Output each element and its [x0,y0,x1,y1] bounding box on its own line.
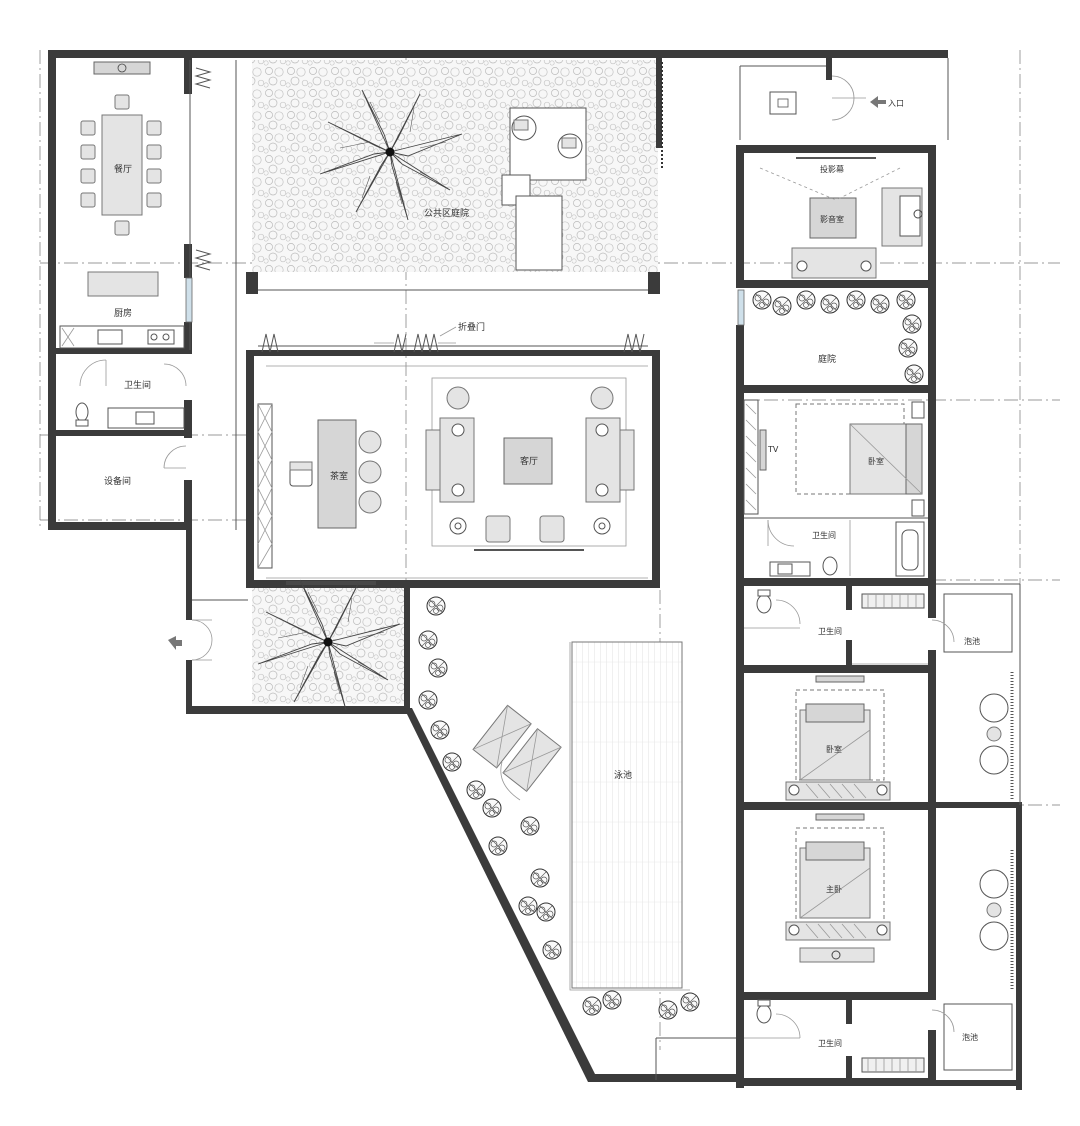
walls [48,50,1022,1090]
theater-label: 影音室 [820,214,844,224]
bedroom-2-label: 卧室 [826,744,842,754]
sun-loungers [472,704,562,801]
tea-table [317,419,357,529]
tea-shelf [257,403,273,569]
terrace-1 [979,672,1014,800]
master-bedroom: 主卧 [785,813,891,963]
bathroom-3-label: 卫生间 [818,1038,842,1048]
public-courtyard-paving [252,60,658,272]
bathroom-1: 卫生间 [744,517,928,577]
bathroom-1-label: 卫生间 [812,530,836,540]
bedroom-1-label: 卧室 [868,456,884,466]
partitions [185,58,1021,1080]
pool-label: 泳池 [614,769,632,781]
small-pool-1: 泡池 [931,593,1013,653]
kitchen-island [87,271,159,297]
kitchen-label: 厨房 [114,307,132,319]
equipment-label: 设备间 [104,475,131,487]
theater-table [809,197,857,239]
master-bedroom-label: 主卧 [826,884,842,894]
small-pool-2: 泡池 [931,1003,1013,1071]
living-label: 客厅 [520,455,538,467]
dining-area: 餐厅 [80,61,212,271]
tea-room-label: 茶室 [330,470,348,482]
bedroom-2: 卧室 [785,675,891,801]
public-courtyard: 公共区庭院 [319,62,663,221]
theater-room: 投影幕 影音室 [759,157,923,279]
equipment-room: 设备间 [104,445,187,487]
pool-small-1-label: 泡池 [964,636,980,646]
public-courtyard-label: 公共区庭院 [424,207,469,219]
bathroom-2-label: 卫生间 [818,626,842,636]
folding-doors: 折叠门 [261,321,645,353]
bathroom-3: 卫生间 [744,999,925,1073]
tea-room: 茶室 [257,403,382,569]
west-bathroom-label: 卫生间 [124,379,151,391]
bathroom-2: 卫生间 [744,589,928,665]
west-bathroom: 卫生间 [75,359,187,429]
east-courtyard: 庭院 [752,290,924,384]
bedroom-1: 卧室 TV [743,399,925,517]
living-room: 客厅 [266,365,648,579]
east-courtyard-label: 庭院 [818,353,836,365]
folding-door-label: 折叠门 [458,321,485,333]
entrance-label: 入口 [888,99,904,108]
dining-table [101,114,143,216]
entrance: 入口 [769,75,904,121]
coffee-table [503,437,553,485]
dining-label: 餐厅 [114,163,132,175]
pool-small-2-label: 泡池 [962,1032,978,1042]
pool [571,641,683,989]
kitchen-area: 厨房 [59,271,185,349]
west-entry [168,619,213,661]
terrace-2 [979,850,1014,990]
tv-label: TV [767,445,779,454]
projection-screen-label: 投影幕 [820,164,844,174]
